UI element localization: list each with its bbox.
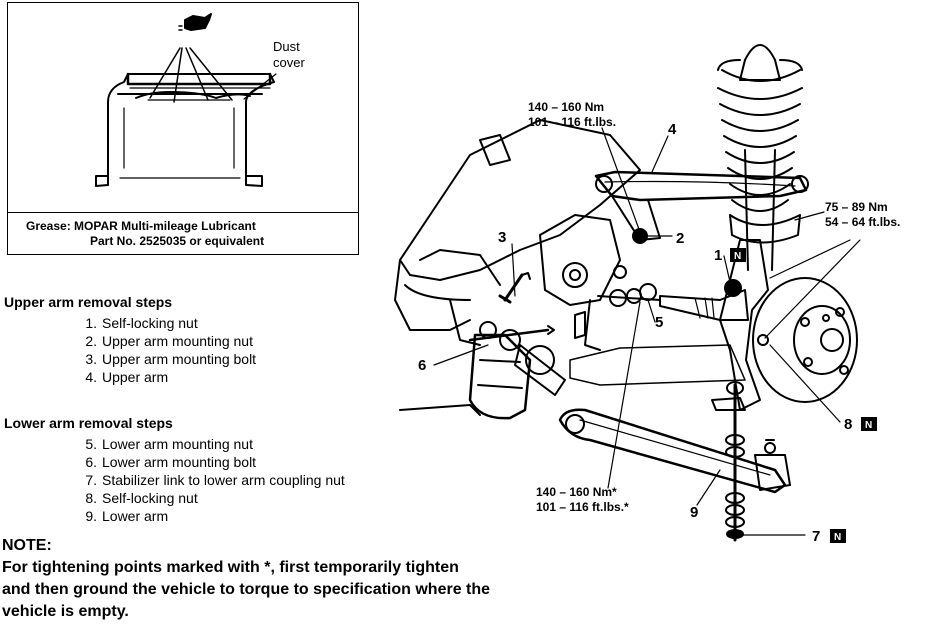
torque-right-ftlbs: 54 – 64 ft.lbs. [825,215,900,229]
callout-3: 3 [498,229,506,246]
note-line-3: vehicle is empty. [2,603,129,620]
leader-lines [433,127,861,536]
n-box-8: N [861,417,877,431]
callout-5: 5 [655,314,663,331]
svg-text:N: N [734,251,741,262]
torque-upper-nm: 140 – 160 Nm [528,100,604,114]
callout-2: 2 [676,230,684,247]
upper-steps-heading: Upper arm removal steps [4,294,173,310]
lower-arm-steps: Lower arm removal steps 5.Lower arm moun… [4,414,345,525]
list-item: 1.Self-locking nut [85,315,198,331]
note-block: NOTE: For tightening points marked with … [2,535,490,623]
torque-right-nm: 75 – 89 Nm [825,200,888,214]
suspension-assembly [394,44,858,542]
torque-lower-ftlbs: 101 – 116 ft.lbs.* [536,500,629,514]
lower-steps-heading: Lower arm removal steps [4,415,173,431]
list-item: 3.Upper arm mounting bolt [85,351,257,367]
callout-1: 1 [714,247,722,264]
callout-4: 4 [668,121,677,138]
dust-cover-inset: Grease: MOPAR Multi-mileage Lubricant Pa… [7,2,359,255]
grease-line-2: Part No. 2525035 or equivalent [90,234,265,248]
callout-6: 6 [418,357,426,374]
list-item: 2.Upper arm mounting nut [85,333,253,349]
callout-8: 8 [844,416,852,433]
grease-caption: Grease: MOPAR Multi-mileage Lubricant Pa… [8,212,358,254]
list-item: 7.Stabilizer link to lower arm coupling … [85,472,345,488]
dust-cover-label-line2: cover [273,55,305,70]
dust-cover-illustration [95,13,277,187]
n-box-7: N [830,529,846,543]
note-title: NOTE: [2,537,52,554]
svg-text:N: N [834,532,841,543]
list-item: 5.Lower arm mounting nut [85,436,253,452]
dust-cover-label-line1: Dust [273,39,300,54]
note-line-2: and then ground the vehicle to torque to… [2,581,491,598]
list-item: 9.Lower arm [85,508,169,524]
upper-arm-steps: Upper arm removal steps 1.Self-locking n… [4,293,256,386]
svg-text:N: N [865,420,872,431]
note-line-1: For tightening points marked with *, fir… [2,559,459,576]
grease-line-1: Grease: MOPAR Multi-mileage Lubricant [26,219,256,233]
list-item: 4.Upper arm [85,369,169,385]
torque-upper-ftlbs: 101 – 116 ft.lbs. [528,115,616,129]
torque-lower-nm: 140 – 160 Nm* [536,485,617,499]
n-box-1: N [730,248,746,262]
list-item: 6.Lower arm mounting bolt [85,454,257,470]
list-item: 8.Self-locking nut [85,490,198,506]
callout-7: 7 [812,528,820,545]
callout-9: 9 [690,504,698,521]
